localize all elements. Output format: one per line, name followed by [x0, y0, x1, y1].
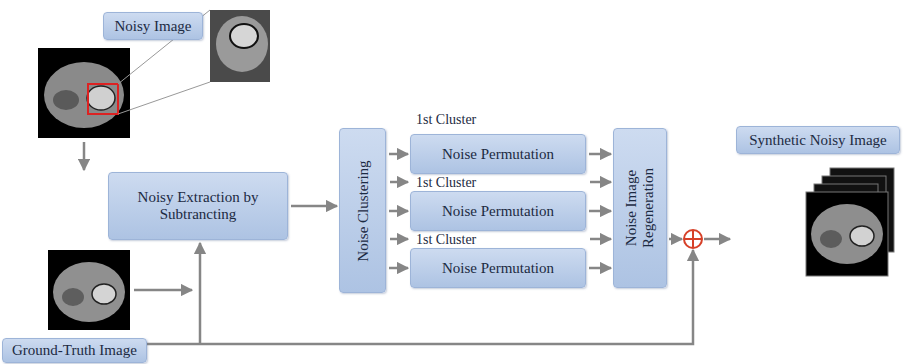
- process-box-vertical: Noise Image Regeneration: [613, 128, 667, 288]
- ground-truth-mri-image: [48, 250, 130, 330]
- node-text: Noise Clustering: [354, 136, 371, 286]
- process-box: Noisy Extraction by Subtrancting: [108, 172, 288, 240]
- cluster-label: 1st Cluster: [416, 175, 476, 190]
- process-box-vertical: Noise Clustering: [339, 128, 386, 293]
- flow-arrow: [589, 153, 611, 156]
- node-text: Noise Permutation: [442, 203, 554, 220]
- title-tag: Ground-Truth Image: [2, 338, 147, 363]
- process-box: Noise Permutation: [410, 191, 586, 231]
- flow-arrow: [389, 210, 408, 213]
- node-text: Noise Permutation: [442, 260, 554, 277]
- flow-arrows: [84, 142, 730, 344]
- node-text: Noise Image Regeneration: [623, 153, 657, 263]
- title-tag: Noisy Image: [103, 12, 203, 40]
- synthetic-image-stack: [806, 168, 894, 276]
- process-box: Noise Permutation: [410, 134, 586, 174]
- process-box: Noise Permutation: [410, 248, 586, 288]
- cluster-label: 1st Cluster: [416, 232, 476, 247]
- flow-arrow: [291, 205, 337, 208]
- flow-arrow: [589, 210, 611, 213]
- node-text: Synthetic Noisy Image: [749, 132, 886, 149]
- node-text: Ground-Truth Image: [12, 342, 137, 359]
- cluster-label: 1st Cluster: [416, 112, 476, 127]
- flow-arrow: [389, 153, 408, 156]
- node-text: Noisy Image: [114, 18, 191, 35]
- node-text: Noise Permutation: [442, 146, 554, 163]
- flow-arrow: [389, 267, 408, 270]
- noisy-mri-image: [38, 10, 270, 138]
- node-text: Noisy Extraction by Subtrancting: [118, 189, 278, 223]
- sum-symbol: [684, 230, 702, 248]
- title-tag: Synthetic Noisy Image: [736, 126, 900, 154]
- flow-arrow: [589, 267, 611, 270]
